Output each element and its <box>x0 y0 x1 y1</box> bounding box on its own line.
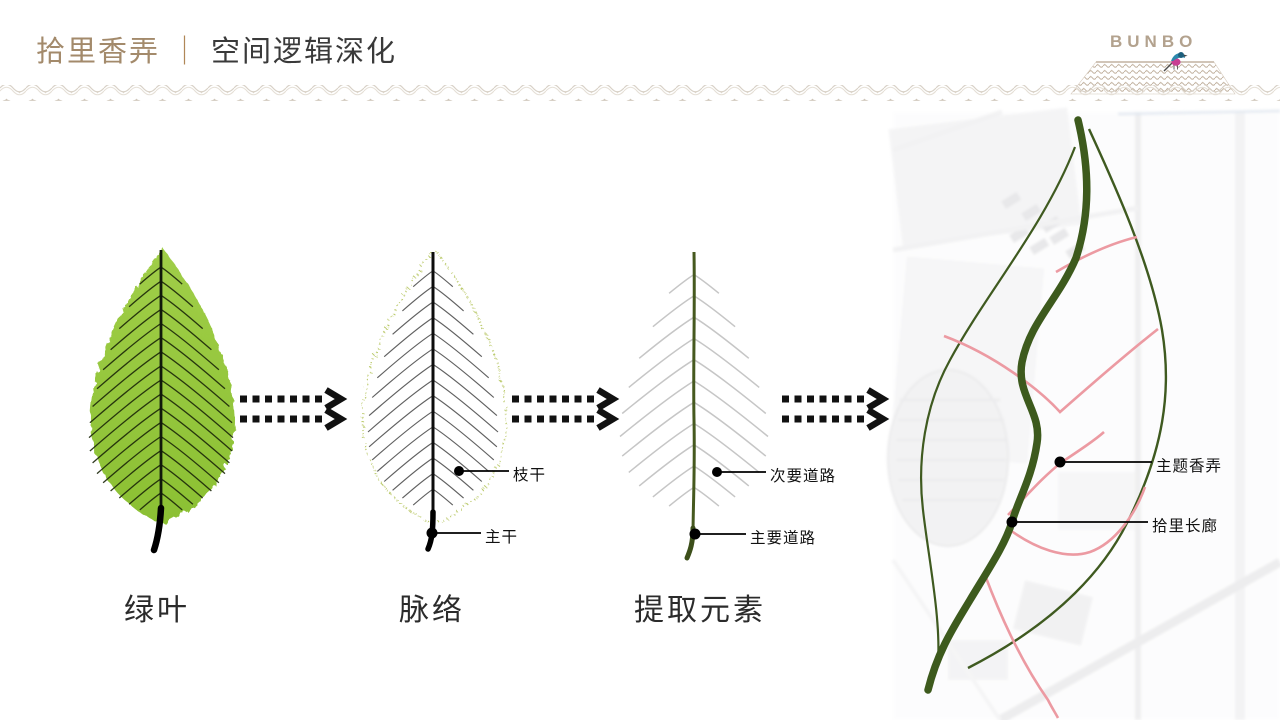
arrow-1 <box>240 387 348 431</box>
plan-leaf-outline-left <box>920 146 1077 663</box>
label-main-road: 主要道路 <box>750 530 817 547</box>
caption-extracted: 提取元素 <box>634 594 766 627</box>
callout-theme-lane <box>1054 456 1152 468</box>
site-plan-overlay <box>920 116 1168 719</box>
label-theme-lane: 主题香弄 <box>1156 458 1223 475</box>
leaf-veins <box>88 266 234 511</box>
title-divider: ｜ <box>170 36 202 68</box>
bird-icon <box>1163 52 1188 72</box>
title-secondary: 空间逻辑深化 <box>211 36 398 68</box>
main-spine-corridor <box>924 116 1091 694</box>
label-branch: 枝干 <box>513 467 547 484</box>
brand-name: BUNBO <box>1110 32 1198 51</box>
label-corridor: 拾里长廊 <box>1152 518 1219 535</box>
extracted-elements <box>619 251 769 561</box>
title-primary: 拾里香弄 <box>36 36 161 68</box>
arrow-2 <box>512 387 620 431</box>
plan-leaf-outline-right <box>967 128 1168 670</box>
green-leaf <box>88 246 234 554</box>
page-title: 拾里香弄 ｜ 空间逻辑深化 <box>36 28 397 70</box>
callout-trunk <box>426 527 481 539</box>
flow-arrows <box>240 387 890 431</box>
caption-green-leaf: 绿叶 <box>124 594 190 627</box>
callout-branch <box>454 466 509 476</box>
arrow-3 <box>782 387 890 431</box>
label-secondary-road: 次要道路 <box>770 468 837 485</box>
callout-corridor <box>1006 516 1148 528</box>
secondary-road-branches <box>619 273 769 507</box>
skeleton-veins <box>367 270 499 506</box>
callout-main-road <box>689 528 746 540</box>
caption-veins: 脉络 <box>399 594 465 627</box>
main-road-line <box>691 251 696 537</box>
wavy-divider <box>0 85 1280 101</box>
label-trunk: 主干 <box>485 529 519 546</box>
vein-skeleton-leaf <box>359 246 509 552</box>
leaf-stem <box>150 504 165 554</box>
callout-secondary-road <box>712 467 766 477</box>
